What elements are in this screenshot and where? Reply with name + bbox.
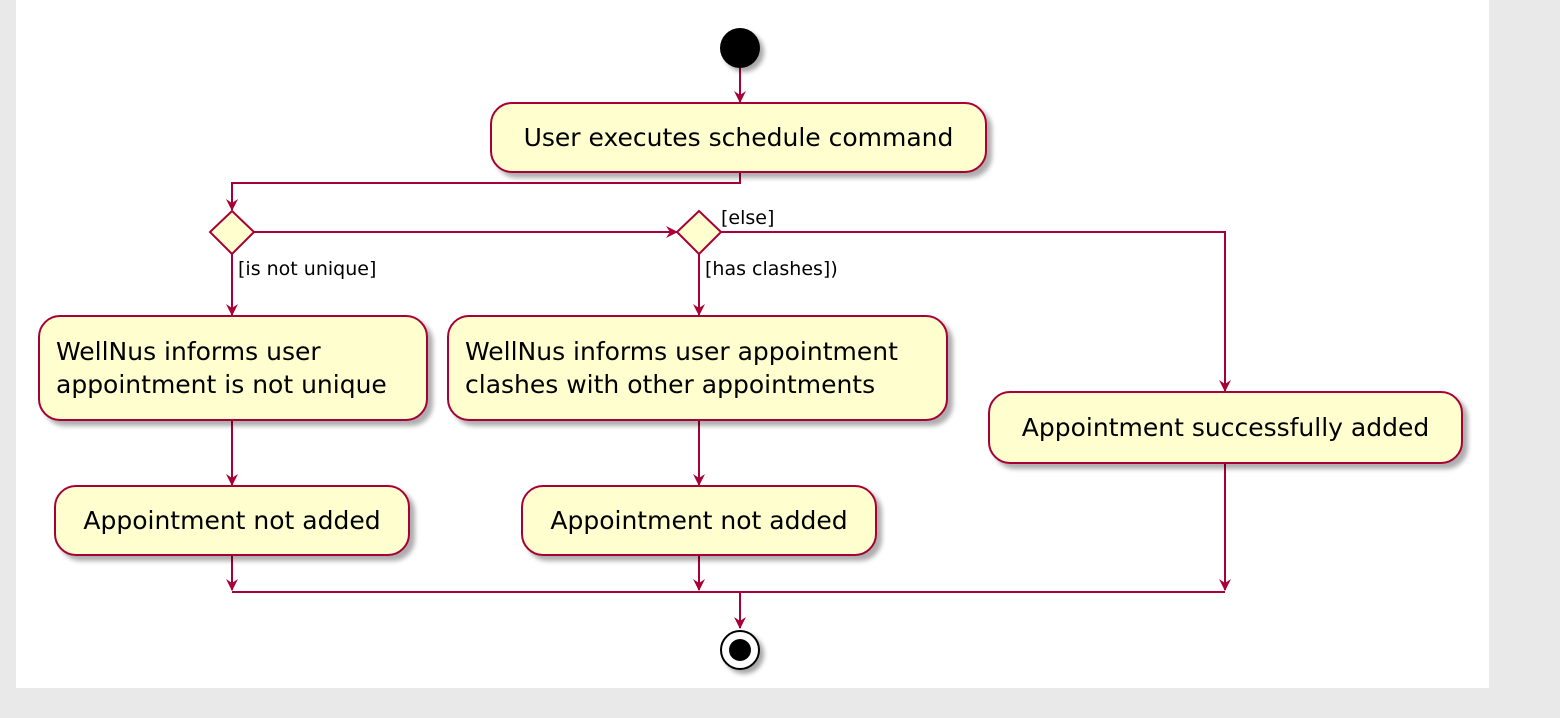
action-label: User executes schedule command (523, 123, 954, 152)
decision-diamond-clashes (675, 209, 723, 256)
action-label-line-1: WellNus informs user (56, 337, 321, 366)
guard-else: [else] (721, 207, 775, 229)
action-appointment-not-added-2: Appointment not added (521, 485, 877, 556)
action-user-executes-schedule: User executes schedule command (490, 102, 987, 173)
action-inform-not-unique: WellNus informs user appointment is not … (38, 315, 428, 421)
diagram-canvas: User executes schedule command [is not u… (16, 0, 1489, 688)
action-label-line-2: appointment is not unique (56, 370, 387, 399)
action-label-line-1: WellNus informs user appointment (465, 337, 898, 366)
action-label: Appointment not added (83, 506, 381, 535)
edge-decision-2-to-success (721, 231, 1231, 392)
edge-execute-to-decision-1 (226, 173, 741, 211)
action-appointment-successfully-added: Appointment successfully added (988, 391, 1463, 464)
action-label: Appointment successfully added (1021, 413, 1430, 442)
end-node (720, 630, 760, 670)
action-label-line-2: clashes with other appointments (465, 370, 876, 399)
activity-diagram (208, 68, 1231, 629)
guard-is-not-unique: [is not unique] (238, 258, 377, 280)
action-label: Appointment not added (550, 506, 848, 535)
decision-diamond-unique (208, 209, 256, 256)
action-inform-clash: WellNus informs user appointment clashes… (447, 315, 948, 421)
start-node (720, 28, 760, 68)
guard-has-clashes: [has clashes]) (705, 258, 838, 280)
action-appointment-not-added-1: Appointment not added (54, 485, 410, 556)
